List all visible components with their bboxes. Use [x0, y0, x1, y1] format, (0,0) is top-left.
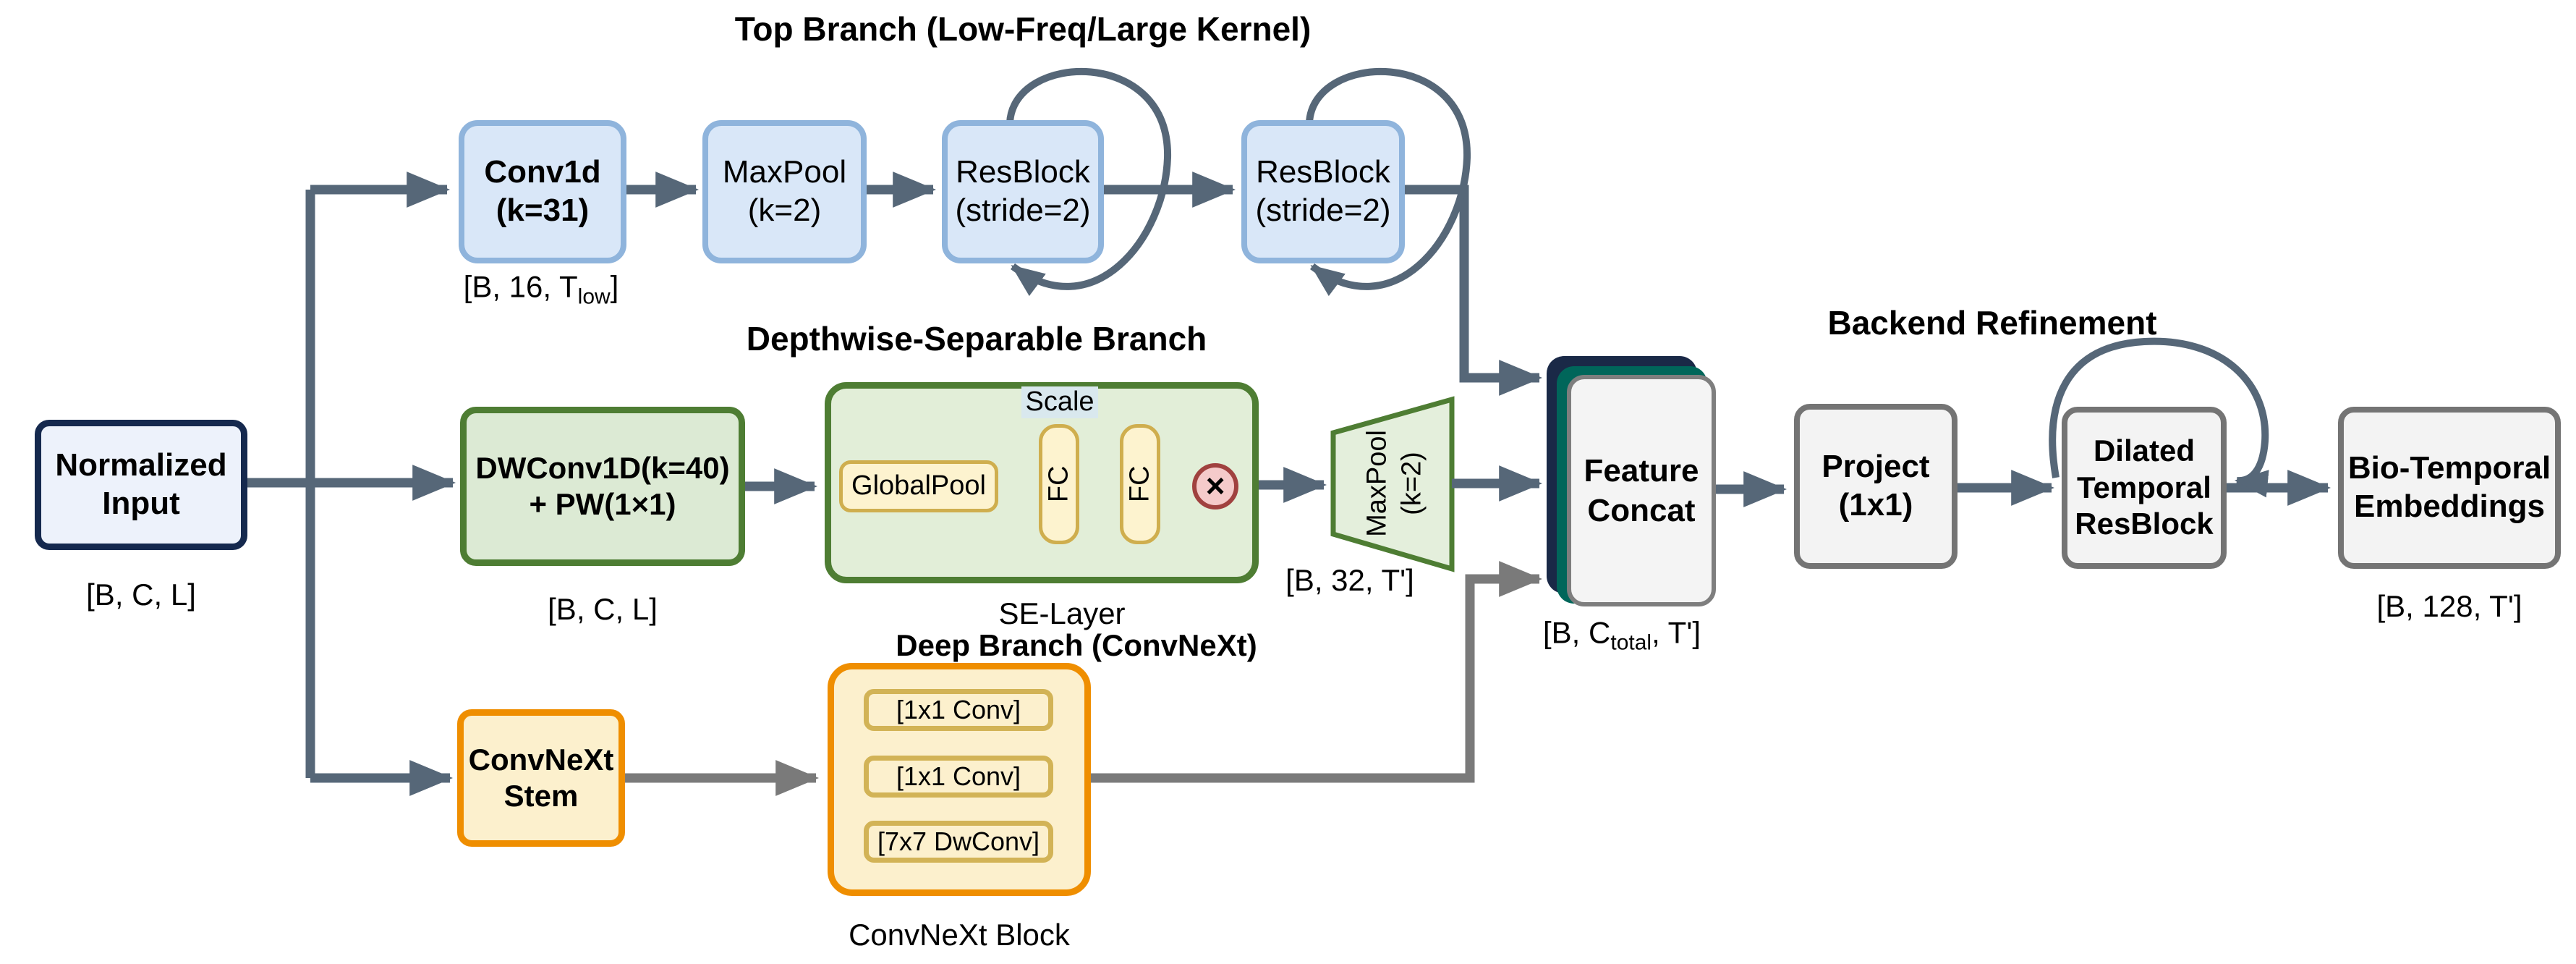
node-resblock1: ResBlock (stride=2) — [942, 120, 1104, 263]
caption-concat-shape: [B, Ctotal, T'] — [1543, 615, 1701, 655]
node-project: Project (1x1) — [1794, 404, 1957, 569]
node-fc1: FC — [1039, 424, 1079, 544]
node-globalpool: GlobalPool — [839, 460, 998, 512]
node-feature-concat: Feature Concat — [1567, 375, 1716, 606]
node-resblock2: ResBlock (stride=2) — [1241, 120, 1405, 263]
node-maxpool: MaxPool (k=2) — [702, 120, 867, 263]
node-conv1x1-mid: [1x1 Conv] — [864, 756, 1053, 798]
multiply-icon: × — [1192, 463, 1238, 510]
arrow-block-concat — [1091, 561, 1542, 783]
node-maxpool-down-label: MaxPool (k=2) — [1361, 430, 1427, 537]
node-dwconv7x7: [7x7 DwConv] — [864, 821, 1053, 863]
node-dwconv: DWConv1D(k=40) + PW(1×1) — [460, 407, 745, 566]
subscript-total: total — [1610, 630, 1652, 655]
resblock1-loop — [1006, 67, 1172, 297]
caption-dwconv-shape: [B, C, L] — [548, 592, 658, 626]
split-trunk-line — [247, 190, 315, 778]
maxpool-trapezoid-shape — [1330, 396, 1455, 572]
node-fc2: FC — [1120, 424, 1160, 544]
title-deep-branch: Deep Branch (ConvNeXt) — [896, 628, 1257, 662]
caption-maxpool-down-shape: [B, 32, T'] — [1285, 563, 1414, 597]
title-top-branch: Top Branch (Low-Freq/Large Kernel) — [734, 10, 1312, 48]
resblock2-loop — [1306, 67, 1471, 297]
subscript-low: low — [577, 284, 611, 309]
dilated-loop — [2049, 337, 2269, 498]
arrow-topbranch-concat — [1405, 185, 1542, 396]
caption-conv1d-shape: [B, 16, Tlow] — [463, 269, 619, 309]
caption-input-shape: [B, C, L] — [86, 578, 196, 612]
node-conv1d: Conv1d (k=31) — [459, 120, 626, 263]
title-dw-branch: Depthwise-Separable Branch — [746, 320, 1207, 358]
node-convnext-stem: ConvNeXt Stem — [457, 709, 625, 847]
node-conv1x1-top: [1x1 Conv] — [864, 689, 1053, 731]
node-dilated-resblock: Dilated Temporal ResBlock — [2062, 407, 2227, 569]
caption-convnext-block: ConvNeXt Block — [849, 918, 1070, 952]
node-normalized-input: Normalized Input — [35, 420, 247, 550]
node-bio-embeddings: Bio-Temporal Embeddings — [2338, 407, 2561, 569]
caption-se-layer: SE-Layer — [998, 596, 1126, 630]
title-backend: Backend Refinement — [1827, 304, 2157, 342]
scale-label: Scale — [1021, 386, 1098, 418]
caption-bio-shape: [B, 128, T'] — [2376, 589, 2522, 623]
